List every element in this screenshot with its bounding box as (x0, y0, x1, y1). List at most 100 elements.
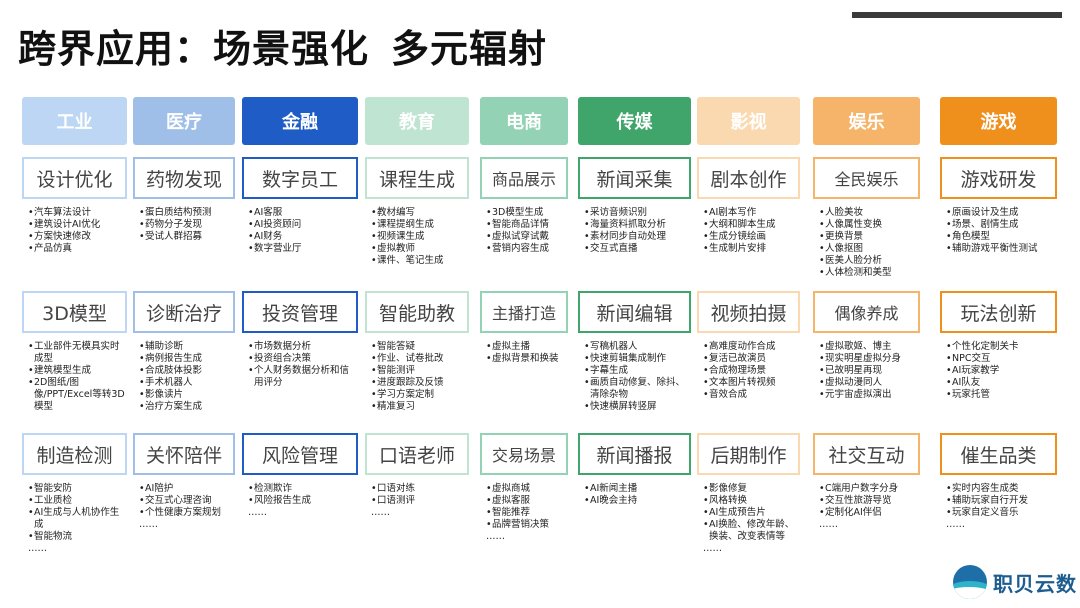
list-item: 产品仿真 (28, 243, 127, 255)
list-item: 医美人脸分析 (819, 255, 920, 267)
industry-header: 影视 (697, 97, 800, 145)
page-title-left: 跨界应用：场景强化 (18, 27, 370, 71)
scenario-section: 设计优化汽车算法设计建筑设计AI优化方案快速修改产品仿真 (22, 157, 127, 255)
industry-column: 娱乐全民娱乐人脸美妆人像属性变换更换背景人像抠图医美人脸分析人体检测和美型偶像养… (813, 97, 920, 530)
list-item: …… (486, 531, 505, 542)
page-title-right: 多元辐射 (391, 27, 548, 71)
list-item: 智能答疑 (371, 341, 469, 353)
page-title: 跨界应用：场景强化多元辐射 (18, 18, 547, 73)
scenario-items-list: 汽车算法设计建筑设计AI优化方案快速修改产品仿真 (22, 207, 127, 255)
list-item: 虚拟主播 (486, 341, 568, 353)
list-item: 虚拟动漫同人 (819, 377, 920, 389)
list-item: C端用户数字分身 (819, 483, 920, 495)
scenario-section: 药物发现蛋白质结构预测药物分子发现受试人群招募 (133, 157, 235, 243)
industry-column: 教育课程生成教材编写课程提纲生成视频课生成虚拟教师课件、笔记生成智能助教智能答疑… (365, 97, 469, 518)
list-item: AI客服 (248, 207, 358, 219)
list-item: 实时内容生成类 (946, 483, 1057, 495)
list-item: 营销内容生成 (486, 243, 568, 255)
list-item: 辅助玩家自行开发 (946, 495, 1057, 507)
scenario-title-box: 投资管理 (242, 291, 358, 333)
scenario-items-list: 高难度动作合成复活已故演员合成物理场景文本图片转视频音效合成 (697, 341, 800, 401)
list-item: AI剧本写作 (703, 207, 800, 219)
list-item: 元宇宙虚拟演出 (819, 389, 920, 401)
scenario-items-list: 辅助诊断病例报告生成合成肢体投影手术机器人影像读片治疗方案生成 (133, 341, 235, 413)
scenario-section: 偶像养成虚拟歌姬、博主现实明星虚拟分身已故明星再现虚拟动漫同人元宇宙虚拟演出 (813, 291, 920, 401)
scenario-title-box: 后期制作 (697, 433, 800, 475)
list-item: 2D图纸/图像/PPT/Excel等转3D模型 (28, 377, 127, 413)
scenario-items-list: 3D模型生成智能商品详情虚拟试穿试戴营销内容生成 (480, 207, 568, 255)
list-item: AI生成预告片 (703, 507, 800, 519)
scenario-section: 制造检测智能安防工业质检AI生成与人机协作生成智能物流…… (22, 433, 127, 555)
list-item: 口语对练 (371, 483, 469, 495)
scenario-section: 风险管理检测欺诈风险报告生成…… (242, 433, 358, 519)
list-item: 更换背景 (819, 231, 920, 243)
list-item: 教材编写 (371, 207, 469, 219)
scenario-title-box: 3D模型 (22, 291, 127, 333)
scenario-title-box: 商品展示 (480, 157, 568, 199)
scenario-section: 游戏研发原画设计及生成场景、剧情生成角色模型辅助游戏平衡性测试 (940, 157, 1057, 255)
industry-header: 工业 (22, 97, 127, 145)
list-item: AI晚会主持 (584, 495, 691, 507)
scenario-items-list: C端用户数字分身交互性旅游导览定制化AI伴侣…… (813, 483, 920, 531)
list-item: 病例报告生成 (139, 353, 235, 365)
list-item: 学习方案定制 (371, 389, 469, 401)
scenario-section: 3D模型工业部件无模具实时成型建筑模型生成2D图纸/图像/PPT/Excel等转… (22, 291, 127, 413)
scenario-title-box: 催生品类 (940, 433, 1057, 475)
scenario-items-list: 智能答疑作业、试卷批改智能测评进度跟踪及反馈学习方案定制精准复习 (365, 341, 469, 413)
scenario-title-box: 全民娱乐 (813, 157, 920, 199)
scenario-section: 视频拍摄高难度动作合成复活已故演员合成物理场景文本图片转视频音效合成 (697, 291, 800, 401)
list-item: 交互性旅游导览 (819, 495, 920, 507)
list-item: 方案快速修改 (28, 231, 127, 243)
scenario-section: 玩法创新个性化定制关卡NPC交互AI玩家教学AI队友玩家托管 (940, 291, 1057, 401)
scenario-items-list: 写稿机器人快速剪辑集成制作字幕生成画质自动修复、除抖、清除杂物快速横屏转竖屏 (578, 341, 691, 413)
list-item: …… (703, 543, 722, 554)
list-item: 智能测评 (371, 365, 469, 377)
list-item: 作业、试卷批改 (371, 353, 469, 365)
list-item: 辅助诊断 (139, 341, 235, 353)
list-item: 蛋白质结构预测 (139, 207, 235, 219)
scenario-title-box: 制造检测 (22, 433, 127, 475)
list-item: 市场数据分析 (248, 341, 358, 353)
list-item: …… (371, 507, 390, 518)
list-item: 课件、笔记生成 (371, 255, 469, 267)
list-item: AI投资顾问 (248, 219, 358, 231)
industry-column: 影视剧本创作AI剧本写作大纲和脚本生成生成分镜绘画生成制片安排视频拍摄高难度动作… (697, 97, 800, 554)
list-item: AI财务 (248, 231, 358, 243)
industry-column: 传媒新闻采集采访音频识别海量资料抓取分析素材同步自动处理交互式直播新闻编辑写稿机… (578, 97, 691, 507)
list-item: 手术机器人 (139, 377, 235, 389)
scenario-title-box: 药物发现 (133, 157, 235, 199)
list-item: 文本图片转视频 (703, 377, 800, 389)
list-item: …… (139, 519, 158, 530)
list-item: 进度跟踪及反馈 (371, 377, 469, 389)
list-item: 智能推荐 (486, 507, 568, 519)
list-item: 辅助游戏平衡性测试 (946, 243, 1057, 255)
scenario-section: 新闻播报AI新闻主播AI晚会主持 (578, 433, 691, 507)
list-item: AI换脸、修改年龄、换装、改变表情等 (703, 519, 800, 543)
industry-header: 教育 (365, 97, 469, 145)
list-item: 场景、剧情生成 (946, 219, 1057, 231)
list-item: 大纲和脚本生成 (703, 219, 800, 231)
scenario-section: 商品展示 3D模型生成智能商品详情虚拟试穿试戴营销内容生成 (480, 157, 568, 255)
scenario-section: 全民娱乐人脸美妆人像属性变换更换背景人像抠图医美人脸分析人体检测和美型 (813, 157, 920, 279)
scenario-title-box: 关怀陪伴 (133, 433, 235, 475)
list-item: 合成物理场景 (703, 365, 800, 377)
industry-column: 金融数字员工AI客服AI投资顾问AI财务数字营业厅投资管理市场数据分析投资组合决… (242, 97, 358, 518)
list-item: 写稿机器人 (584, 341, 691, 353)
scenario-items-list: 影像修复风格转换AI生成预告片AI换脸、修改年龄、换装、改变表情等…… (697, 483, 800, 555)
list-item: 人像抠图 (819, 243, 920, 255)
list-item: 个性化定制关卡 (946, 341, 1057, 353)
list-item: 工业质检 (28, 495, 127, 507)
list-item: 个人财务数据分析和信用评分 (248, 365, 358, 389)
scenario-title-box: 偶像养成 (813, 291, 920, 333)
list-item: 智能商品详情 (486, 219, 568, 231)
list-item: 原画设计及生成 (946, 207, 1057, 219)
list-item: 音效合成 (703, 389, 800, 401)
scenario-items-list: 教材编写课程提纲生成视频课生成虚拟教师课件、笔记生成 (365, 207, 469, 267)
list-item: 高难度动作合成 (703, 341, 800, 353)
list-item: 合成肢体投影 (139, 365, 235, 377)
wave-logo-icon (953, 565, 987, 599)
list-item: 品牌营销决策 (486, 519, 568, 531)
scenario-title-box: 新闻播报 (578, 433, 691, 475)
list-item: …… (248, 507, 267, 518)
list-item: 精准复习 (371, 401, 469, 413)
